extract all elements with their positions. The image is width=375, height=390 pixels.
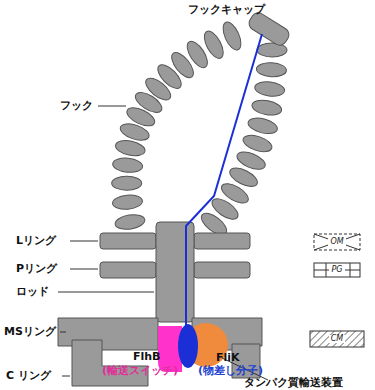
part-label: FlhB: [133, 351, 161, 363]
flik-line: [186, 34, 262, 340]
part-label: MSリング: [4, 326, 56, 338]
hook-segment: [219, 19, 244, 52]
part-label: FliK: [216, 352, 240, 364]
rod: [156, 222, 194, 322]
part-label: Pリング: [16, 263, 57, 275]
l-ring: [194, 233, 250, 249]
part-label: フック: [60, 100, 93, 112]
p-ring: [100, 262, 156, 278]
membrane-name: PG: [329, 266, 344, 275]
membrane-name: CM: [329, 335, 346, 344]
hook-segment: [254, 80, 285, 98]
hook-segment: [256, 62, 287, 78]
membrane-symbols: [310, 234, 364, 347]
l-ring: [100, 233, 156, 249]
hook-chain: [112, 19, 287, 238]
hook-segment: [201, 28, 227, 61]
flik-shape: [178, 324, 198, 368]
part-label: Lリング: [16, 235, 56, 247]
part-label: タンパク質輸送装置: [244, 377, 343, 389]
part-label: ロッド: [16, 286, 49, 298]
hook-segment: [241, 132, 274, 155]
part-label: C リング: [6, 370, 51, 382]
part-label: (物差し分子): [198, 365, 263, 377]
hook-segment: [112, 157, 143, 174]
part-label: (輸送スイッチ): [102, 365, 178, 377]
leader-lines: [58, 106, 268, 380]
p-ring: [194, 262, 250, 278]
part-label: フックキャップ: [188, 4, 265, 16]
hook-segment: [112, 176, 142, 190]
hook-segment: [246, 115, 279, 136]
hook-segment: [251, 98, 283, 117]
hook-segment: [114, 138, 146, 158]
hook-segment: [114, 213, 146, 231]
hook-segment: [112, 194, 143, 211]
membrane-name: OM: [328, 238, 345, 247]
